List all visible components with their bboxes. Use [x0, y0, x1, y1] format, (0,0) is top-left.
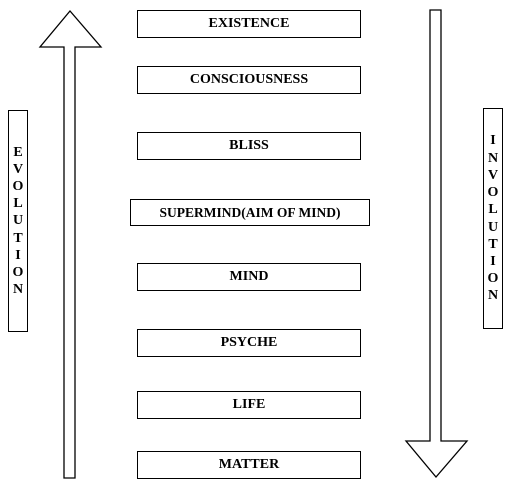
stage-box-life: LIFE	[137, 391, 361, 419]
involution-label-letter: N	[487, 150, 499, 166]
evolution-label-letter: O	[12, 178, 24, 194]
involution-label-letter: U	[487, 219, 499, 235]
evolution-label-letter: U	[12, 213, 24, 229]
involution-label-letter: L	[488, 202, 498, 218]
stage-box-psyche: PSYCHE	[137, 329, 361, 357]
evolution-arrow	[38, 9, 103, 479]
involution-arrow	[404, 9, 469, 479]
evolution-label-letter: T	[13, 230, 23, 246]
evolution-label-letter: I	[15, 247, 21, 263]
involution-label-letter: V	[487, 167, 499, 183]
stage-box-mind: MIND	[137, 263, 361, 291]
evolution-label-letter: V	[12, 161, 24, 177]
involution-label-letter: I	[490, 253, 496, 269]
stage-box-supermind: SUPERMIND(AIM OF MIND)	[130, 199, 370, 226]
stage-box-existence: EXISTENCE	[137, 10, 361, 38]
evolution-label-letter: O	[12, 265, 24, 280]
involution-label-letter: O	[487, 271, 499, 287]
stage-box-matter: MATTER	[137, 451, 361, 479]
involution-label-letter: T	[488, 236, 498, 252]
involution-label-letter: N	[487, 288, 499, 304]
evolution-label-letter: E	[13, 144, 23, 160]
stage-box-bliss: BLISS	[137, 132, 361, 160]
involution-label-letter: I	[490, 133, 496, 149]
evolution-label-letter: L	[13, 196, 23, 212]
involution-label-letter: O	[487, 185, 499, 201]
evolution-label-letter: N	[12, 282, 24, 298]
stage-box-consciousness: CONSCIOUSNESS	[137, 66, 361, 94]
